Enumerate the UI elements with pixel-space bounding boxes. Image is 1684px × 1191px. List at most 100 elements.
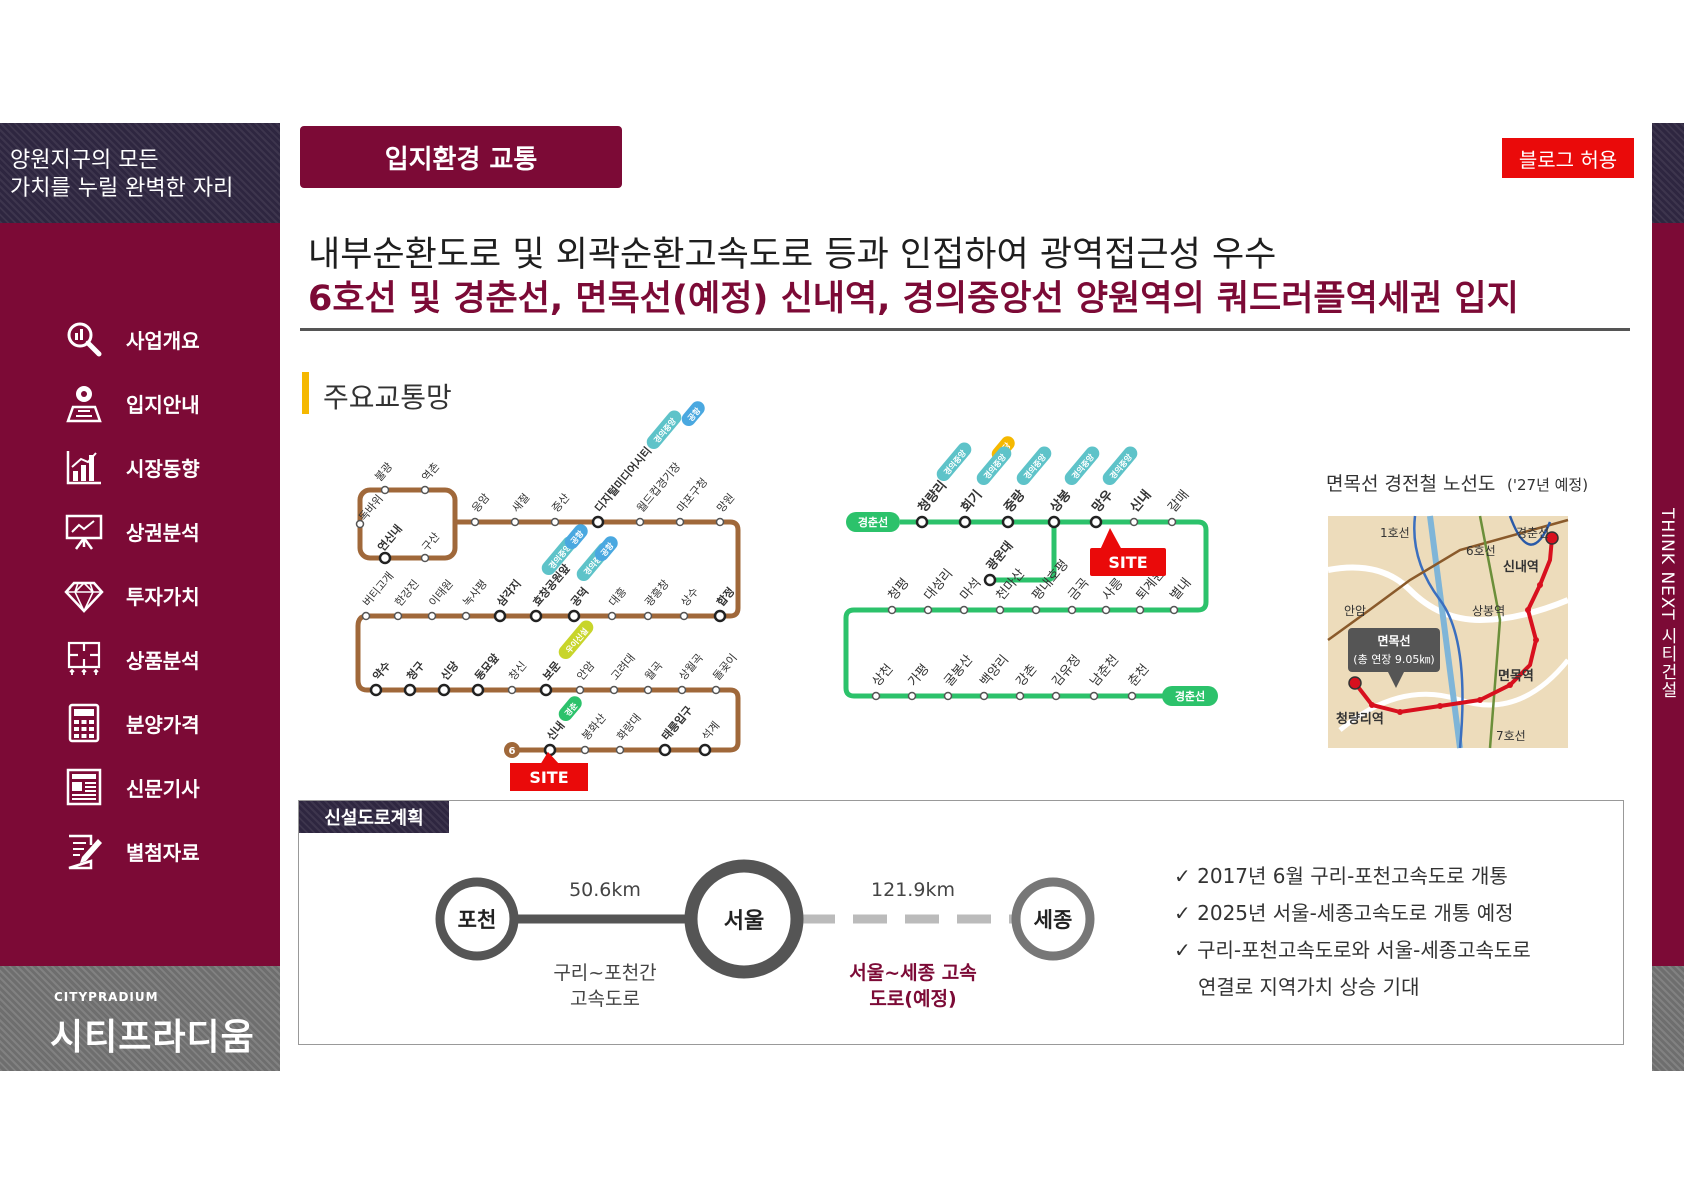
station-dot [907, 691, 917, 701]
transfer-badge-bg [1102, 446, 1138, 485]
sidebar-item-label: 사업개요 [126, 329, 200, 353]
headline-primary: 내부순환도로 및 외곽순환고속도로 등과 인접하여 광역접근성 우수 [308, 235, 1277, 275]
station-label: 삼각지 [494, 577, 524, 609]
right-strip-top [1652, 123, 1684, 223]
transfer-badge: 공항 [681, 401, 705, 426]
site-label: SITE [1108, 553, 1147, 572]
gyeongchun-branch [990, 522, 1057, 583]
magnifier-icon [67, 322, 102, 357]
station-dot [437, 683, 451, 697]
sidebar-item-sale-price[interactable]: 분양가격 [0, 697, 280, 749]
calculator-icon [68, 703, 100, 743]
station-label: 상천 [870, 662, 897, 690]
transfer-badge: 경춘 [558, 696, 582, 721]
station-label: 김유정 [1050, 652, 1085, 689]
sidebar-item-project-overview[interactable]: 사업개요 [0, 313, 280, 365]
caption-gupo-line1: 구리~포천간 [553, 962, 656, 984]
check-icon: ✓ [1174, 864, 1191, 888]
sidebar-item-news-articles[interactable]: 신문기사 [0, 761, 280, 813]
station-dot [1089, 515, 1103, 529]
myeonmok-callout-pointer [1388, 672, 1404, 688]
station-label: 금곡 [1066, 576, 1093, 604]
station-dot [715, 517, 725, 527]
station-dot [887, 605, 897, 615]
transfer-badge: 경의중앙 [646, 410, 682, 449]
sidebar-item-label: 신문기사 [126, 777, 200, 801]
station-dot [609, 685, 619, 695]
sidebar: 양원지구의 모든 가치를 누릴 완벽한 자리 사업개요 입지안내 시장동향 상권… [0, 123, 280, 1071]
station-dot [355, 519, 365, 529]
sidebar-item-location-guide[interactable]: 입지안내 [0, 377, 280, 429]
station-label: 연신내 [375, 522, 405, 554]
station-label: 공덕 [568, 584, 592, 609]
sidebar-item-market-trend[interactable]: 시장동향 [0, 441, 280, 493]
station-dot [393, 611, 403, 621]
note-item: ✓ 2017년 6월 구리-포천고속도로 개통 [1174, 858, 1531, 895]
check-icon: ✓ [1174, 901, 1191, 925]
station-dot [943, 691, 953, 701]
note-item: ✓ 2025년 서울-세종고속도로 개통 예정 [1174, 895, 1531, 932]
line6-terminal-badge: 6 [509, 746, 516, 757]
note-text: 구리-포천고속도로와 서울-세종고속도로 [1197, 938, 1531, 962]
sidebar-item-label: 분양가격 [126, 713, 200, 737]
site-pointer [540, 752, 560, 765]
sidebar-item-product-analysis[interactable]: 상품분석 [0, 633, 280, 685]
sidebar-header: 양원지구의 모든 가치를 누릴 완벽한 자리 [0, 123, 280, 223]
station-label: 합정 [714, 584, 738, 609]
station-dot [915, 515, 929, 529]
subtitle-accent-bar [302, 372, 309, 414]
map-label: 경춘선 [1516, 526, 1549, 540]
sidebar-logo-area: CITYPRADIUM 시티프라디움 [0, 966, 280, 1071]
sidebar-item-investment-value[interactable]: 투자가치 [0, 569, 280, 621]
transit-subtitle: 주요교통망 [323, 381, 452, 414]
myeonmok-map-labels: 1호선 경춘선 6호선 신내역 안암 상봉역 면목역 청량리역 7호선 [1336, 526, 1549, 743]
site-label: SITE [529, 768, 568, 787]
header-divider [300, 328, 1630, 331]
station-dot [979, 691, 989, 701]
sidebar-item-attachments[interactable]: 별첨자료 [0, 825, 280, 877]
myeonmok-stops [1369, 582, 1543, 715]
station-label: 망원 [714, 491, 737, 515]
sidebar-item-label: 입지안내 [126, 393, 200, 417]
transfer-badge-bg [646, 410, 682, 449]
right-strip-bottom [1652, 966, 1684, 1071]
transfer-badge-bg [936, 442, 972, 481]
presentation-board-icon [65, 514, 103, 550]
caption-seoul-sejong-line1: 서울~세종 고속 [849, 962, 976, 984]
myeonmok-callout [1348, 628, 1440, 672]
station-dot [507, 685, 517, 695]
station-label: 동묘앞 [472, 651, 501, 683]
station-label: 안암 [574, 659, 597, 683]
station-dot [983, 573, 997, 587]
station-dot [871, 691, 881, 701]
caption-seoul-sejong-line2: 도로(예정) [869, 988, 956, 1010]
station-label: 중랑 [1002, 488, 1029, 516]
station-label: 화랑대 [614, 711, 643, 743]
sidebar-item-commercial-analysis[interactable]: 상권분석 [0, 505, 280, 557]
station-dot [1001, 515, 1015, 529]
myeonmok-route [1353, 537, 1554, 715]
sidebar-item-label: 상권분석 [126, 521, 200, 545]
station-label: 신내 [1127, 487, 1155, 516]
gyeongchun-label-top [846, 512, 900, 532]
station-dot [510, 517, 520, 527]
myeonmok-callout-length: (총 연장 9.05㎞) [1353, 653, 1434, 666]
station-dot [493, 609, 507, 623]
section-title: 입지환경 교통 [300, 126, 622, 188]
station-dot [591, 515, 605, 529]
station-label: 신내 [544, 718, 568, 743]
station-label: 새절 [509, 491, 532, 515]
gyeongchun-route-map: 경춘선 경춘선 청량리회기중랑상봉망우신내갈매경의중앙분당경의중앙경의중앙경의중… [843, 436, 1218, 706]
right-side-strip: THINK NEXT 시티건설 [1652, 123, 1684, 1071]
station-label: 구산 [419, 530, 442, 554]
document-edit-icon [68, 834, 102, 870]
station-label: 망우 [1089, 487, 1117, 516]
note-item-continued: 연결로 지역가치 상승 기대 [1198, 975, 1420, 999]
station-dot [711, 685, 721, 695]
transfer-badge-bg [976, 446, 1012, 485]
station-label: 신당 [438, 658, 462, 683]
sinnae-marker [1545, 531, 1559, 545]
station-label: 광흥창 [642, 577, 672, 609]
brand-logo-small: CITYPRADIUM [54, 990, 159, 1004]
station-dot [615, 745, 625, 755]
